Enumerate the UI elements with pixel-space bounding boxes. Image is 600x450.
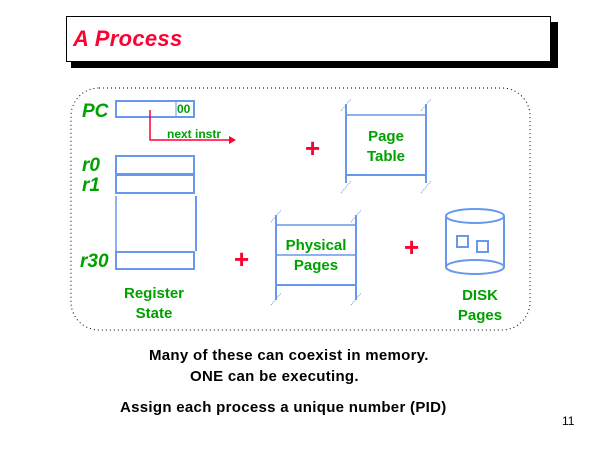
physical-pages-shape: [270, 209, 362, 306]
slide-title: A Process: [73, 26, 183, 51]
page-table-shape: [340, 98, 432, 194]
caption-line: Page: [368, 128, 404, 145]
pc-low-bits: 00: [177, 102, 191, 116]
r0-label: r0: [82, 155, 100, 176]
title-box: A Process: [66, 16, 551, 62]
register-state-caption: Register State: [112, 284, 196, 324]
caption-line: Register: [123, 285, 185, 302]
r1-label: r1: [82, 175, 100, 196]
next-instr-label: next instr: [167, 127, 222, 141]
register-r0: [115, 155, 195, 175]
pc-label: PC: [82, 101, 109, 122]
page-number: 11: [562, 414, 575, 428]
note-coexist: Many of these can coexist in memory.: [149, 347, 429, 364]
note-pid: Assign each process a unique number (PID…: [120, 399, 447, 416]
caption-line: Table: [366, 148, 406, 165]
physical-pages-caption: Physical Pages: [274, 236, 358, 276]
caption-line: DISK: [462, 287, 498, 304]
next-instr-arrow: [149, 110, 236, 144]
disk-icon: [445, 208, 505, 275]
register-r30: [115, 251, 195, 270]
page-table-caption: Page Table: [346, 127, 426, 167]
caption-line: Pages: [457, 307, 503, 324]
plus-icon: +: [404, 232, 420, 262]
caption-line: State: [135, 305, 173, 322]
pc-register: [115, 100, 195, 118]
r30-label: r30: [80, 251, 109, 272]
caption-line: Pages: [293, 257, 339, 274]
disk-pages-caption: DISK Pages: [445, 286, 515, 326]
plus-icon: +: [234, 244, 250, 274]
register-file: [115, 155, 197, 270]
caption-line: Physical: [285, 237, 347, 254]
note-executing: ONE can be executing.: [190, 368, 359, 385]
plus-icon: +: [305, 133, 321, 163]
register-r1: [115, 174, 195, 194]
process-container: [70, 87, 531, 331]
